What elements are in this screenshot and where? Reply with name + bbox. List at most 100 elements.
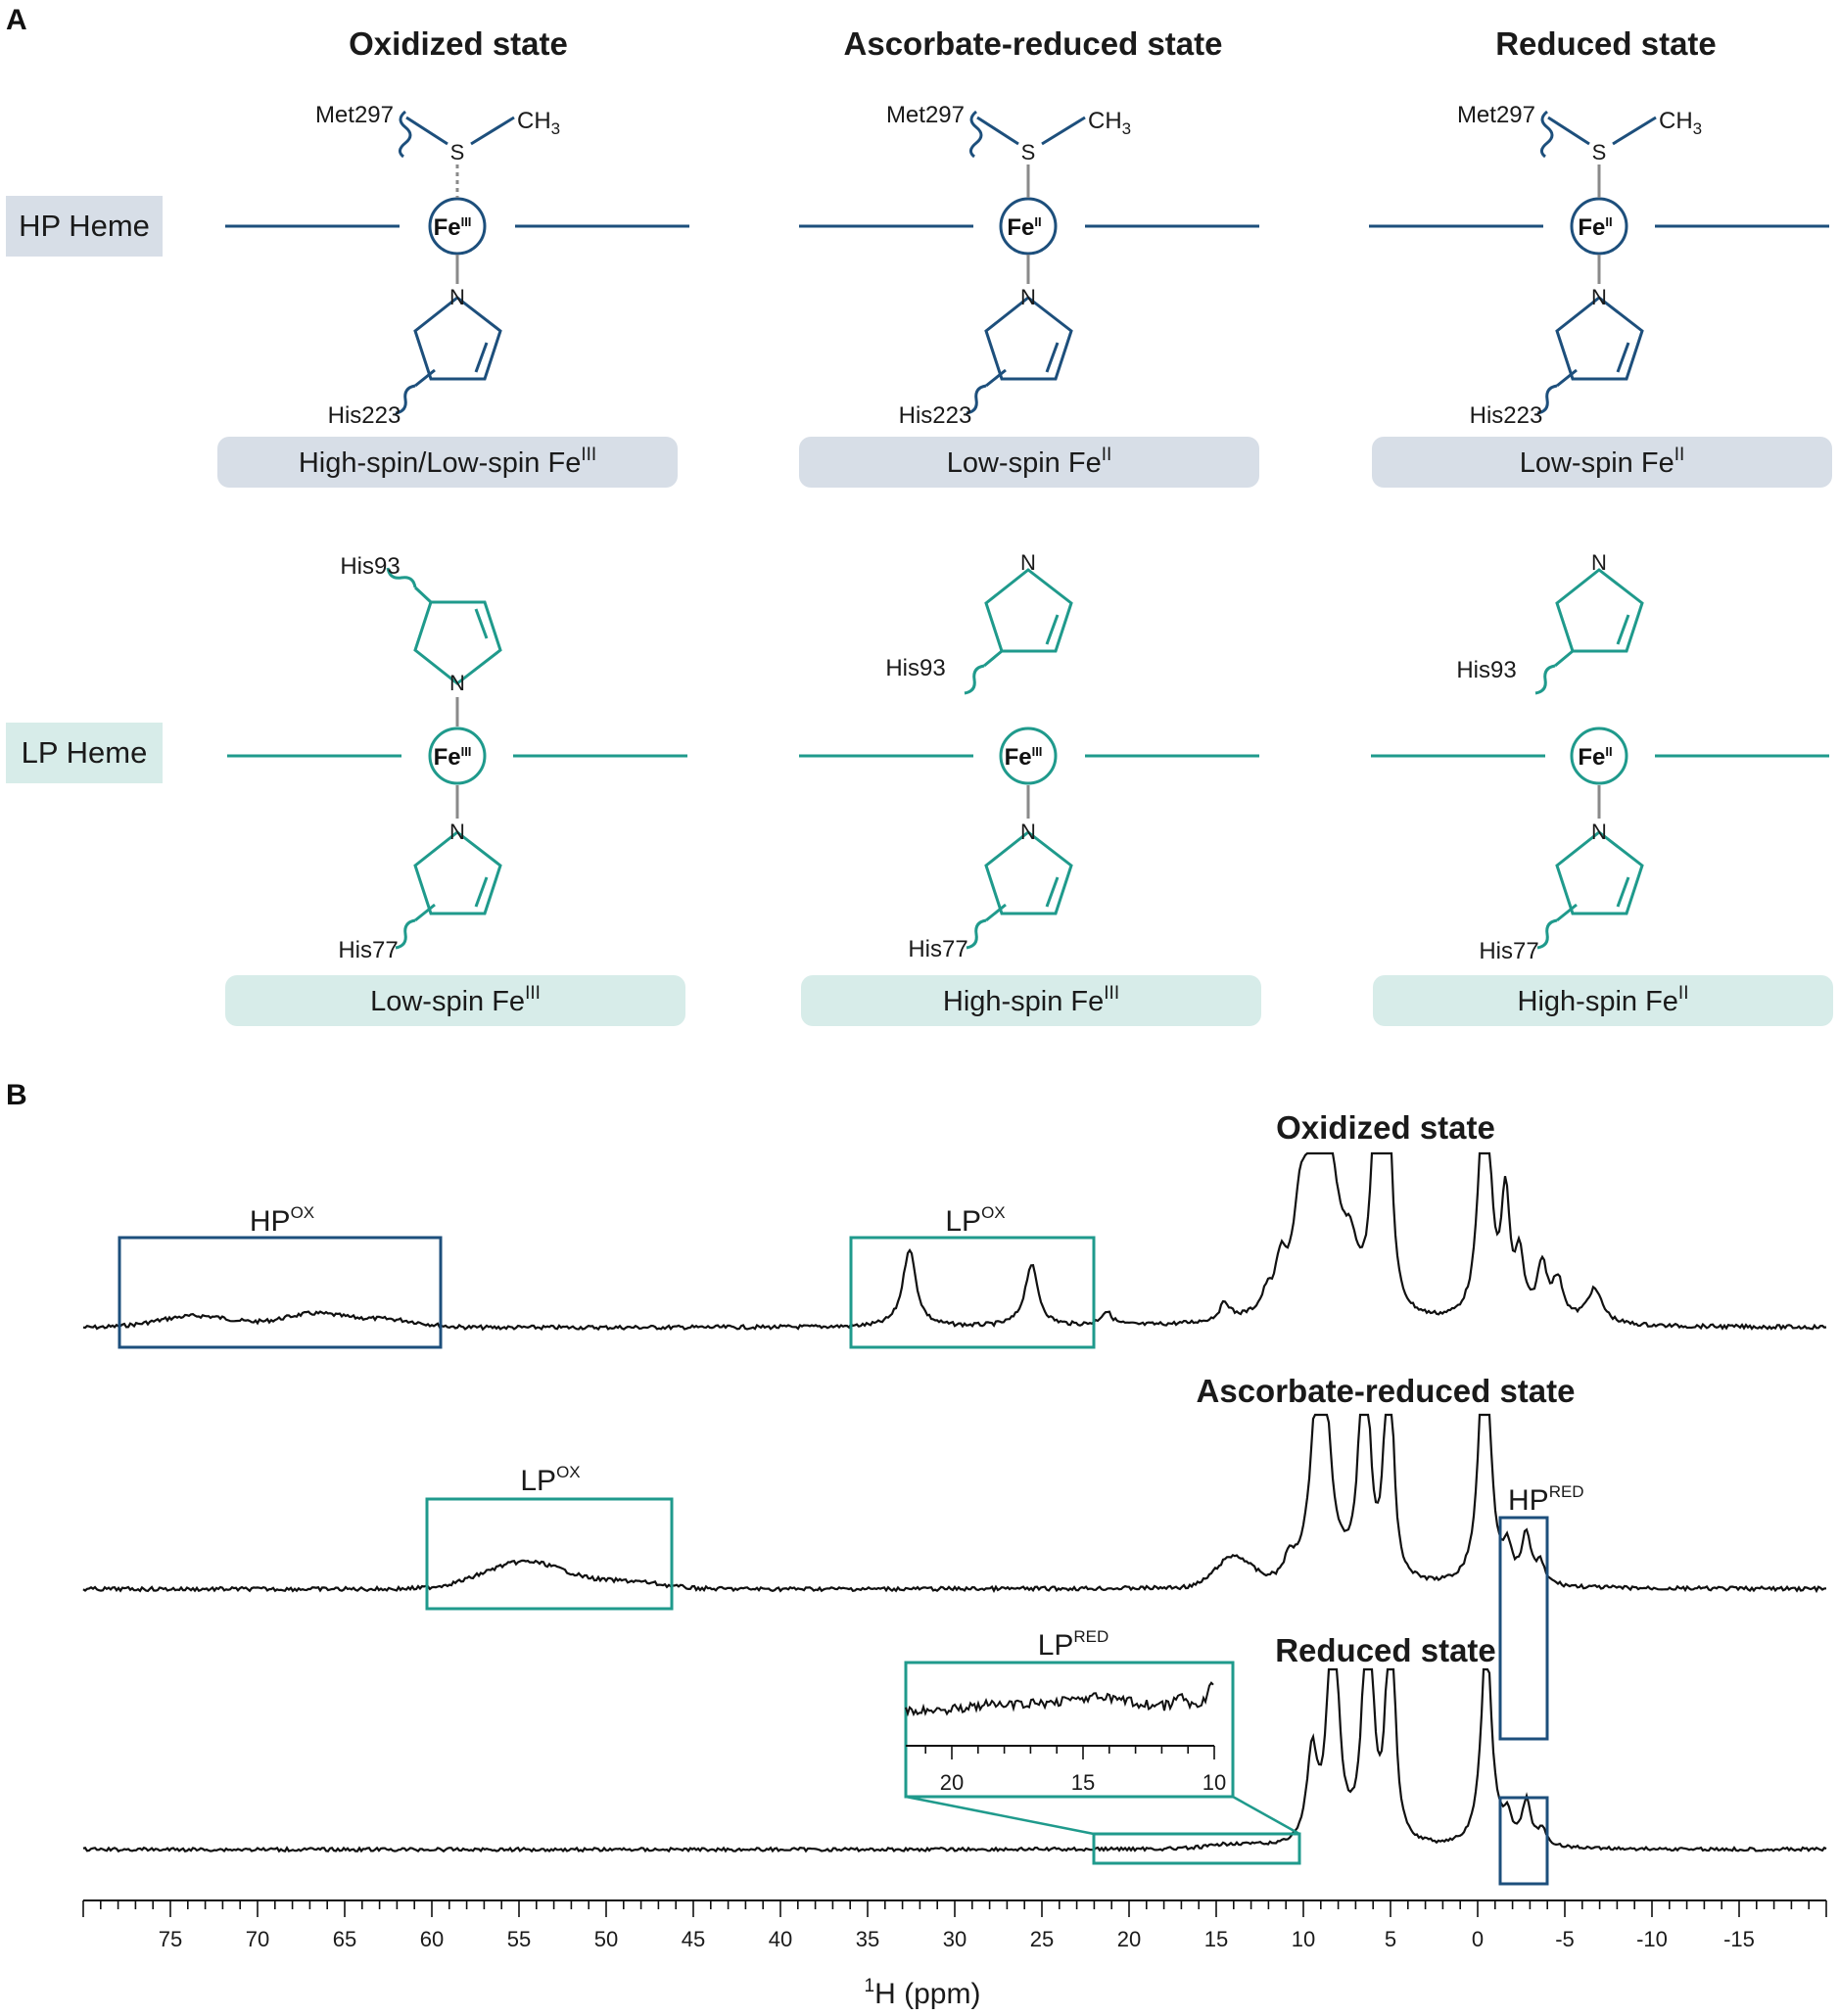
hp-iron-ring-2 — [999, 197, 1058, 256]
label-lp-ox-oxidized: LPOX — [945, 1203, 1005, 1238]
box-lp-ox-oxidized — [849, 1236, 1096, 1349]
x-axis-tick-label: 50 — [594, 1927, 618, 1951]
hp-met-wavy-bond-2 — [969, 110, 983, 159]
x-axis-tick-label: 10 — [1292, 1927, 1315, 1951]
lp-upper-nitrogen-atom-1: N — [449, 671, 465, 695]
panel-b-letter: B — [6, 1079, 27, 1111]
lp-spin-label-1: Low-spin FeIII — [370, 983, 541, 1017]
x-axis-tick-label: 55 — [507, 1927, 531, 1951]
lp-heme-structures — [227, 567, 1829, 950]
spectrum-title-reduced: Reduced state — [1275, 1632, 1496, 1668]
box-hp-ox-oxidized — [118, 1236, 443, 1349]
lp-lower-nitrogen-atom-2: N — [1020, 820, 1036, 844]
lp-spin-pill-2 — [801, 975, 1261, 1026]
lp-heme-label: LP Heme — [22, 735, 148, 770]
lp-axial-bonds — [455, 697, 1601, 819]
label-hp-red-ascorbate: HPRED — [1508, 1482, 1584, 1517]
lp-spin-pill-1 — [225, 975, 685, 1026]
lp-upper-imidazole-double-bond-1 — [474, 608, 489, 639]
x-axis-tick-label: 45 — [682, 1927, 705, 1951]
hp-imidazole-double-bond-3 — [1616, 342, 1630, 373]
lp-lower-his-bond-2 — [985, 903, 1007, 922]
lp-spin-pill-3 — [1373, 975, 1833, 1026]
hp-atom-labels: S S S N N N Met297 Met297 Met297 CH3 CH3… — [315, 102, 1702, 429]
hp-spin-pill-2 — [799, 437, 1259, 488]
lp-iron-label-2: FeIII — [1005, 744, 1043, 771]
x-axis-tick-label: -5 — [1555, 1927, 1575, 1951]
inset-zoom: LPRED 20 15 10 — [904, 1627, 1300, 1836]
lp-lower-his-label-3: His77 — [1479, 938, 1538, 964]
hp-axial-bonds — [455, 164, 1601, 284]
hp-met-label-3: Met297 — [1457, 102, 1535, 128]
spectrum-title-ascorbate-reduced: Ascorbate-reduced state — [1197, 1373, 1576, 1409]
lp-heme-tag — [6, 723, 163, 783]
hp-ch3-bond-3 — [1612, 116, 1657, 146]
lp-iron-label-1: FeIII — [434, 744, 472, 771]
label-hp-ox-oxidized: HPOX — [250, 1203, 314, 1238]
lp-upper-nitrogen-atom-2: N — [1020, 550, 1036, 575]
lp-lower-his-wavy-bond-3 — [1536, 918, 1558, 950]
hp-nitrogen-atom-2: N — [1020, 285, 1036, 309]
hp-his-wavy-bond-3 — [1536, 384, 1558, 415]
hp-iron-label-1: FeIII — [434, 214, 472, 241]
hp-spin-pill-3 — [1372, 437, 1832, 488]
lp-upper-his-label-2: His93 — [885, 655, 945, 681]
hp-met-wavy-bond-3 — [1540, 110, 1554, 159]
hp-spin-pill-1 — [217, 437, 678, 488]
hp-iron-label-3: FeII — [1578, 214, 1612, 241]
hp-iron-ring-3 — [1570, 197, 1628, 256]
lp-iron-label-3: FeII — [1578, 744, 1612, 771]
x-axis-ticks — [82, 1900, 1827, 1917]
lp-lower-imidazole-double-bond-1 — [474, 876, 489, 908]
lp-lower-his-wavy-bond-2 — [966, 918, 987, 950]
spectrum-region-boxes — [118, 1236, 1549, 1886]
hp-imidazole-ring-3 — [1555, 296, 1644, 381]
hp-spin-label-1: High-spin/Low-spin FeIII — [299, 445, 596, 479]
hp-imidazole-double-bond-1 — [474, 342, 489, 373]
x-axis-tick-label: 75 — [159, 1927, 182, 1951]
lp-upper-imidazole-ring-2 — [984, 568, 1073, 653]
hp-ch3-bond-2 — [1041, 116, 1086, 146]
lp-spin-label-2: High-spin FeIII — [943, 983, 1119, 1017]
x-axis-tick-label: -10 — [1636, 1927, 1668, 1951]
lp-lower-imidazole-ring-3 — [1555, 830, 1644, 915]
x-axis-title: 1H (ppm) — [865, 1976, 981, 2010]
lp-lower-imidazole-ring-2 — [984, 830, 1073, 915]
x-axis-tick-label: 0 — [1472, 1927, 1484, 1951]
inset-tick-marks — [924, 1746, 1215, 1759]
lp-upper-imidazole-double-bond-2 — [1045, 614, 1060, 645]
hp-spin-label-3: Low-spin FeII — [1520, 445, 1685, 479]
hp-nitrogen-atom-1: N — [449, 285, 465, 309]
lp-upper-his-label-3: His93 — [1456, 657, 1516, 683]
hp-met-bond-1 — [405, 116, 448, 146]
lp-upper-his-wavy-bond-3 — [1534, 664, 1556, 695]
hp-imidazole-ring-2 — [984, 296, 1073, 381]
x-axis-tick-label: 15 — [1204, 1927, 1228, 1951]
hp-met-bond-3 — [1547, 116, 1590, 146]
lp-iron-ring-1 — [428, 727, 487, 785]
panel-a-letter: A — [6, 4, 27, 36]
hp-his-wavy-bond-2 — [966, 384, 987, 415]
hp-heme-tag — [6, 196, 163, 257]
lp-upper-his-bond-3 — [1554, 649, 1574, 668]
hp-heme-structures — [225, 110, 1829, 415]
hp-his-bond-3 — [1556, 368, 1578, 388]
lp-lower-imidazole-double-bond-2 — [1045, 876, 1060, 908]
spectrum-trace-ascorbate-reduced — [82, 1413, 1827, 1594]
lp-lower-nitrogen-atom-3: N — [1591, 820, 1607, 844]
hp-ch3-bond-1 — [470, 116, 515, 146]
hp-his-bond-1 — [414, 368, 436, 388]
x-axis-tick-label: 40 — [769, 1927, 792, 1951]
hp-sulfur-atom-2: S — [1021, 140, 1036, 164]
lp-upper-imidazole-double-bond-3 — [1616, 614, 1630, 645]
lp-upper-his-wavy-bond-2 — [964, 664, 985, 695]
box-lp-red-reduced — [1092, 1832, 1301, 1865]
lp-upper-his-bond-2 — [983, 649, 1003, 668]
box-hp-red-ascorbate — [1498, 1516, 1549, 1741]
lp-spin-label-3: High-spin FeII — [1518, 983, 1689, 1017]
hp-spin-label-2: Low-spin FeII — [947, 445, 1112, 479]
inset-trace — [905, 1681, 1214, 1717]
label-lp-red-reduced: LPRED — [1038, 1627, 1109, 1662]
hp-iron-label-2: FeII — [1007, 214, 1041, 241]
